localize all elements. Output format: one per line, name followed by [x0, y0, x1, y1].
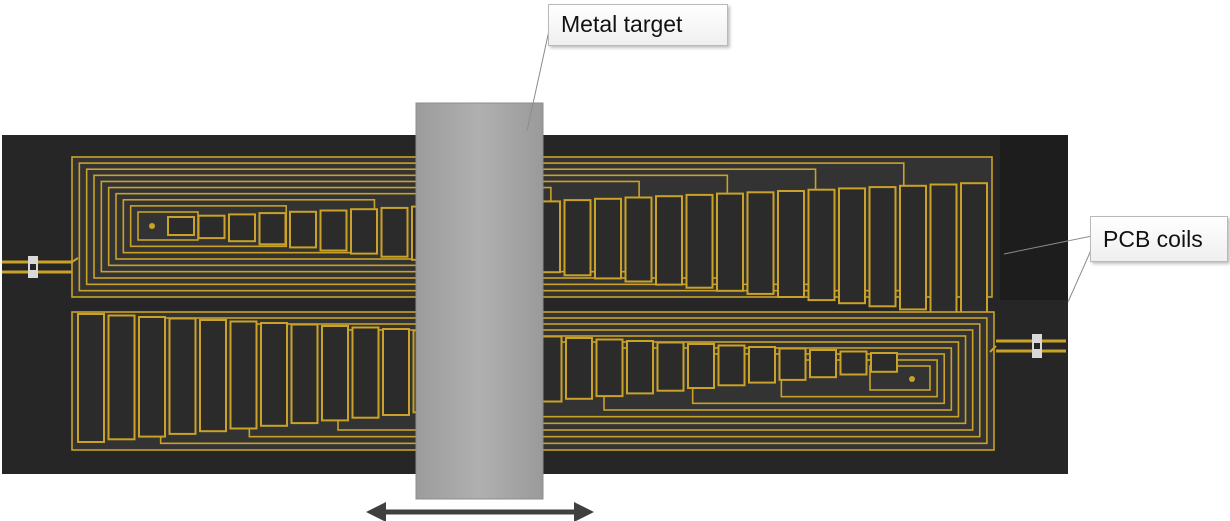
metal-target-label: Metal target — [548, 4, 728, 46]
metal-target — [415, 102, 544, 500]
connector-right — [989, 334, 1066, 358]
pcb-coils-leader-line-bottom — [1067, 247, 1093, 303]
connector-left — [2, 256, 79, 278]
pcb-coils-label: PCB coils — [1090, 216, 1228, 262]
pcb-coils-leader-line-top — [1003, 235, 1093, 255]
metal-target-leader-line — [526, 25, 551, 132]
motion-arrow-icon — [366, 502, 594, 521]
pcb-board-right-area — [1000, 135, 1068, 300]
